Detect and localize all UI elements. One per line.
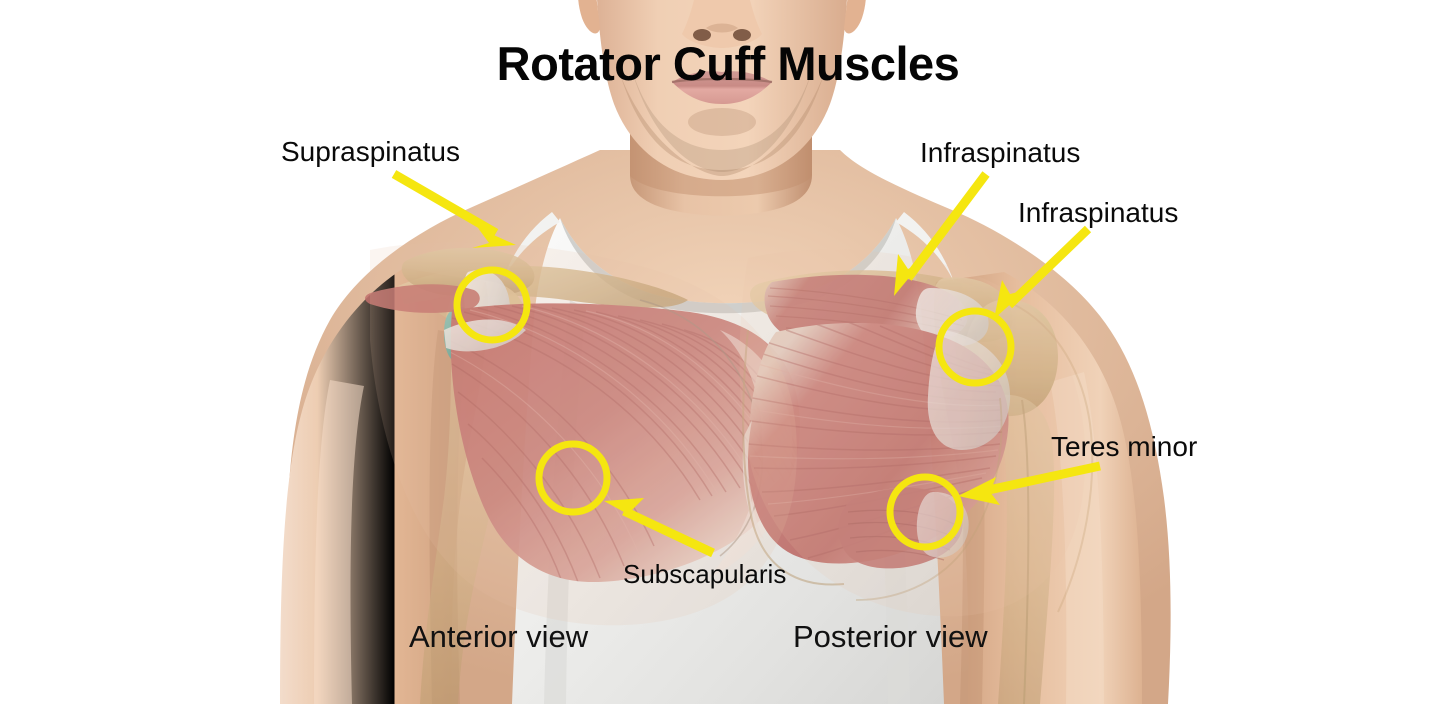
label-supraspinatus: Supraspinatus [281, 136, 461, 167]
caption-posterior-view: Posterior view [793, 619, 988, 654]
teres-minor-tendon [916, 492, 969, 558]
nose-tip-shadow [706, 23, 738, 33]
skin-veil-right [739, 249, 1086, 617]
subscapularis-muscle [450, 303, 800, 582]
arrow-infraspinatus-1 [894, 171, 990, 296]
highlight-circle-teres-minor [886, 473, 964, 551]
infraspinatus-tendon [927, 330, 1011, 450]
arm-left-highlight [314, 380, 364, 704]
humeral-groove [1021, 399, 1030, 704]
tank-strap-right [896, 212, 954, 282]
caption-anterior-view: Anterior view [409, 619, 589, 654]
label-teres-minor: Teres minor [1051, 431, 1198, 462]
arrow-teres-minor [958, 461, 1101, 505]
label-infraspinatus-superior: Infraspinatus [920, 137, 1081, 168]
tank-strap-left [502, 212, 560, 282]
supraspinatus-muscle-left [365, 284, 480, 313]
highlight-circle-infraspinatus [935, 307, 1015, 387]
deltoid-ghost-right [1003, 299, 1094, 613]
highlight-circle-subscapularis [535, 440, 611, 516]
arrow-infraspinatus-2 [994, 225, 1092, 319]
arrow-supraspinatus [391, 170, 516, 248]
nostril-right [733, 29, 751, 41]
infraspinatus-fascia [742, 420, 764, 540]
ear-left [578, 0, 600, 34]
jaw-shadow [620, 74, 824, 176]
stubble [628, 56, 816, 172]
label-infraspinatus-insertion: Infraspinatus [1018, 197, 1179, 228]
scapula-outline [742, 329, 845, 586]
subscapularis-highlights [450, 305, 791, 557]
page-title: Rotator Cuff Muscles [496, 37, 960, 90]
humerus-right [994, 394, 1055, 704]
ear-right [844, 0, 866, 34]
arm-right-highlight [1050, 372, 1104, 704]
nostril-left [693, 29, 711, 41]
highlight-circle-supraspinatus [453, 266, 531, 344]
mouth-line [671, 77, 773, 84]
posterior-shoulder-group [742, 270, 1094, 704]
arrow-subscapularis [604, 498, 715, 558]
label-subscapularis: Subscapularis [623, 559, 787, 589]
scapula-lateral-border [855, 397, 1003, 601]
chin-shadow [688, 108, 756, 136]
